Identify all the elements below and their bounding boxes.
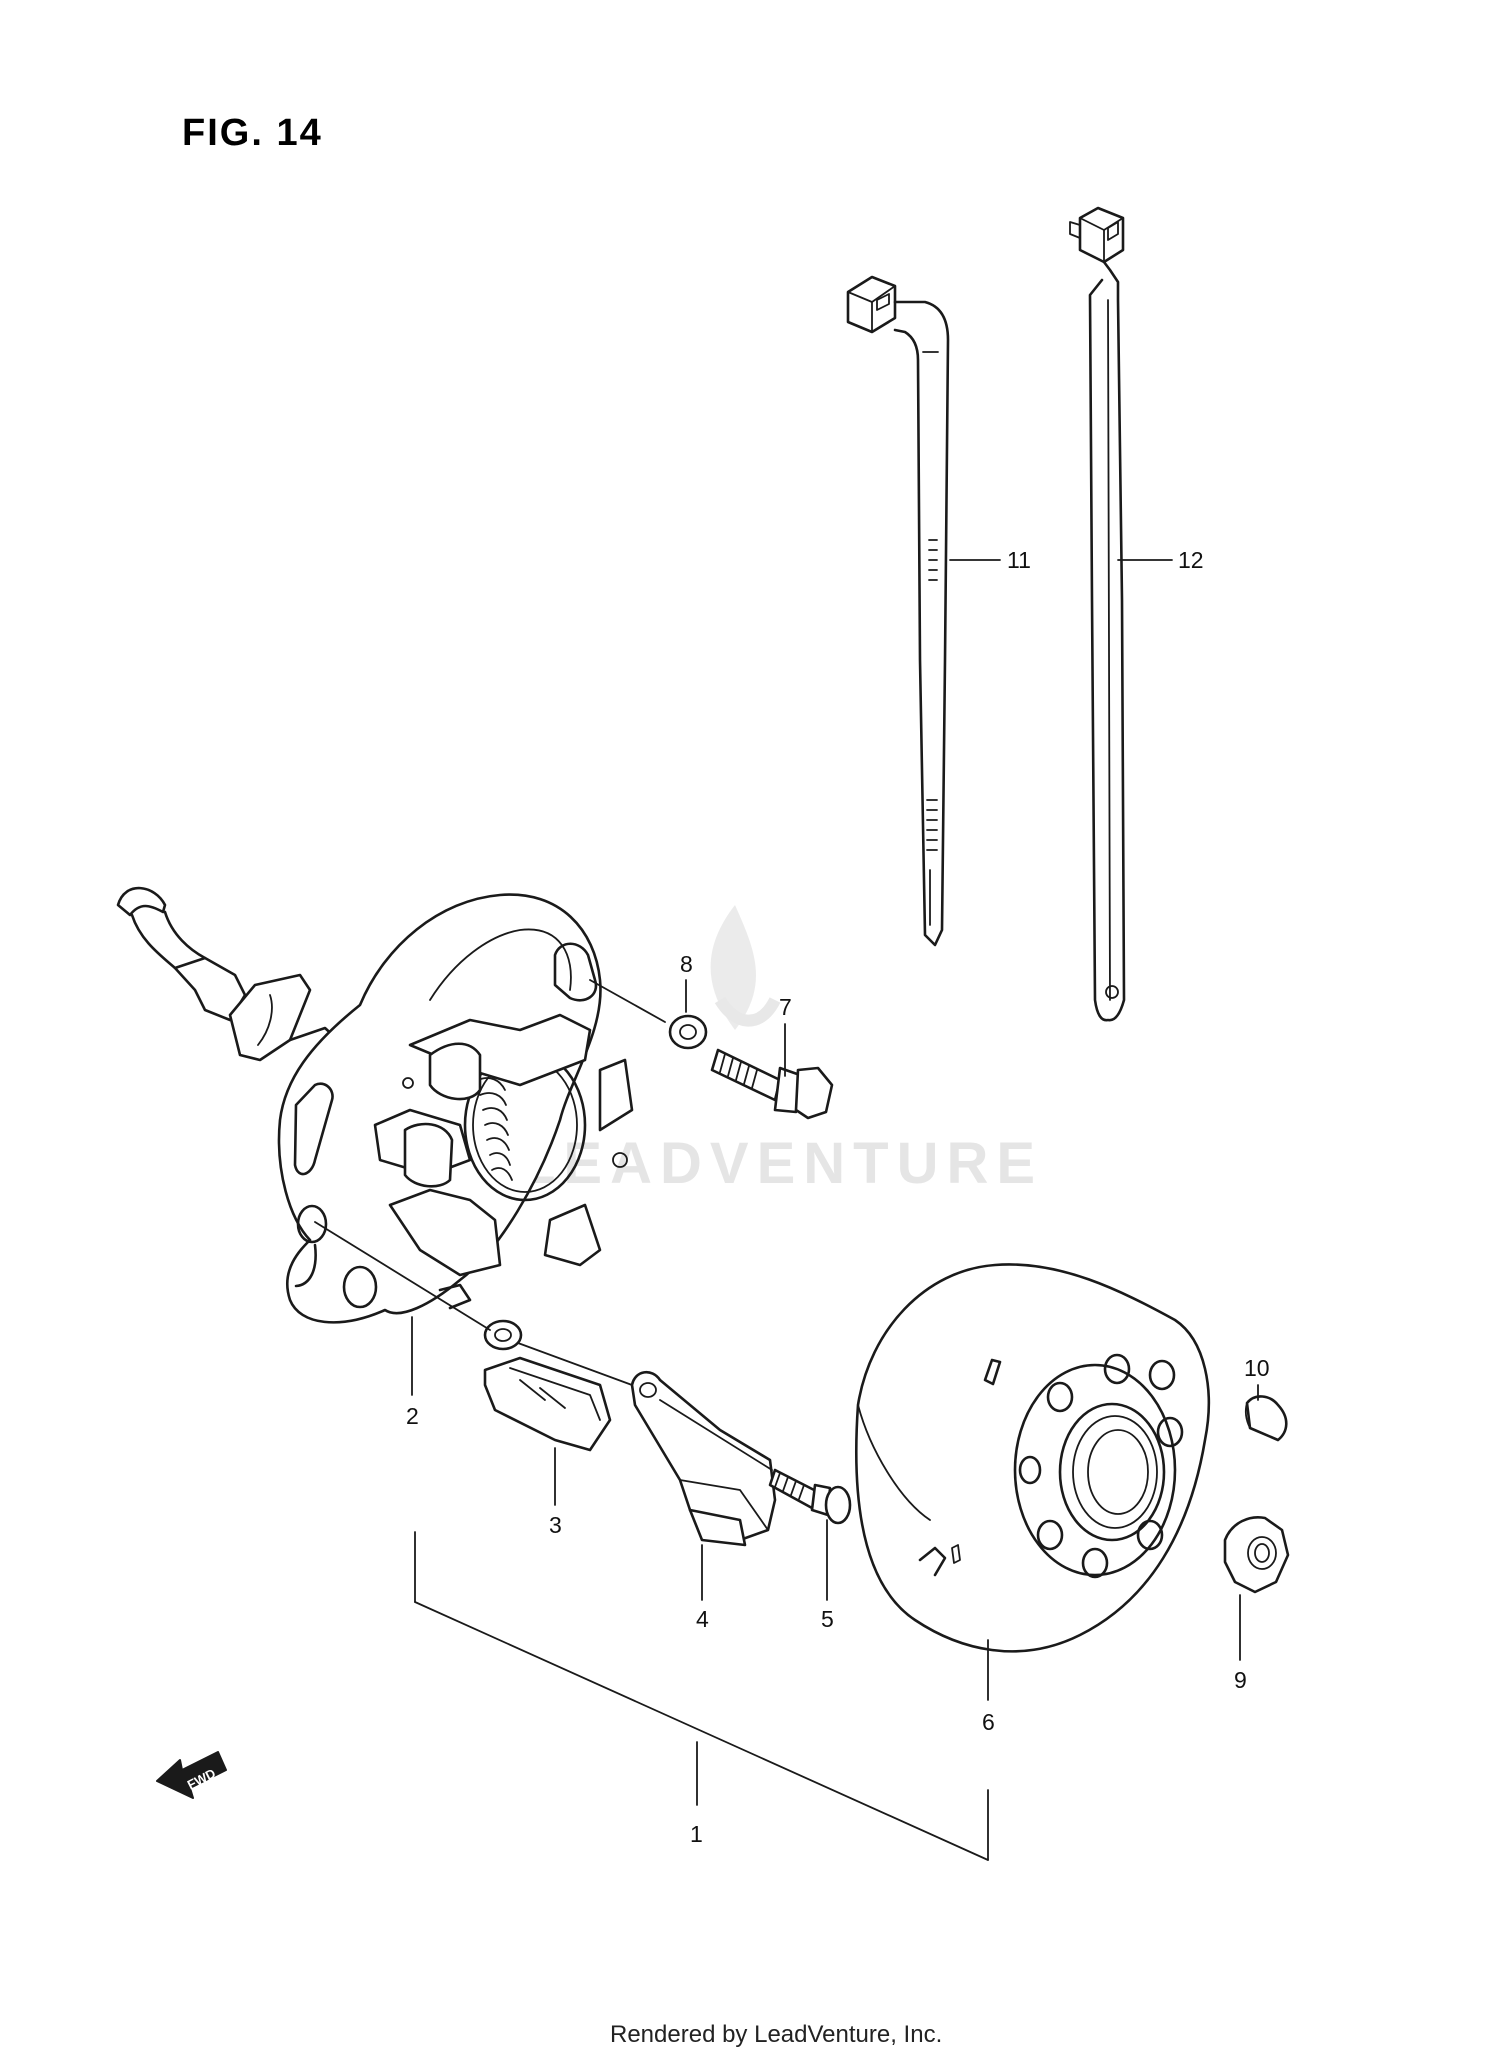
cable-tie-icon[interactable]: [846, 275, 950, 947]
callout-10[interactable]: 10: [1244, 1355, 1270, 1381]
nut-icon[interactable]: [1223, 1516, 1290, 1594]
flame-logo-icon: [710, 905, 781, 1030]
callout-11[interactable]: 11: [1007, 547, 1031, 573]
washer-icon[interactable]: [668, 1014, 708, 1050]
stator-icon[interactable]: [116, 886, 634, 1324]
callout-1[interactable]: 1: [690, 1821, 703, 1847]
callout-9[interactable]: 9: [1234, 1667, 1247, 1693]
screw-icon[interactable]: [768, 1468, 852, 1525]
assembly-lines: [314, 979, 773, 1471]
callout-12[interactable]: 12: [1178, 547, 1204, 573]
callout-7[interactable]: 7: [779, 994, 792, 1020]
callout-3[interactable]: 3: [549, 1512, 562, 1538]
callout-5[interactable]: 5: [821, 1606, 834, 1632]
fwd-arrow-icon: FWD: [156, 1751, 227, 1799]
grommet-icon[interactable]: [483, 1319, 612, 1452]
figure-title: FIG. 14: [182, 112, 323, 154]
cable-tie-icon[interactable]: [1069, 206, 1126, 1022]
magneto-assembly-bracket-icon: [414, 1531, 989, 1861]
callout-8[interactable]: 8: [680, 951, 693, 977]
clamp-icon[interactable]: [630, 1371, 777, 1547]
rotor-flywheel-icon[interactable]: [855, 1263, 1211, 1653]
callout-2[interactable]: 2: [406, 1403, 419, 1429]
callout-4[interactable]: 4: [696, 1606, 709, 1632]
watermark: LEADVENTURE: [520, 905, 1043, 1196]
footer-credit: Rendered by LeadVenture, Inc.: [610, 2021, 942, 2048]
callout-6[interactable]: 6: [982, 1709, 995, 1735]
key-icon[interactable]: [1244, 1395, 1288, 1442]
leader-lines: [411, 559, 1259, 1701]
bolt-icon[interactable]: [710, 1048, 834, 1120]
watermark-text: LEADVENTURE: [520, 1131, 1043, 1196]
